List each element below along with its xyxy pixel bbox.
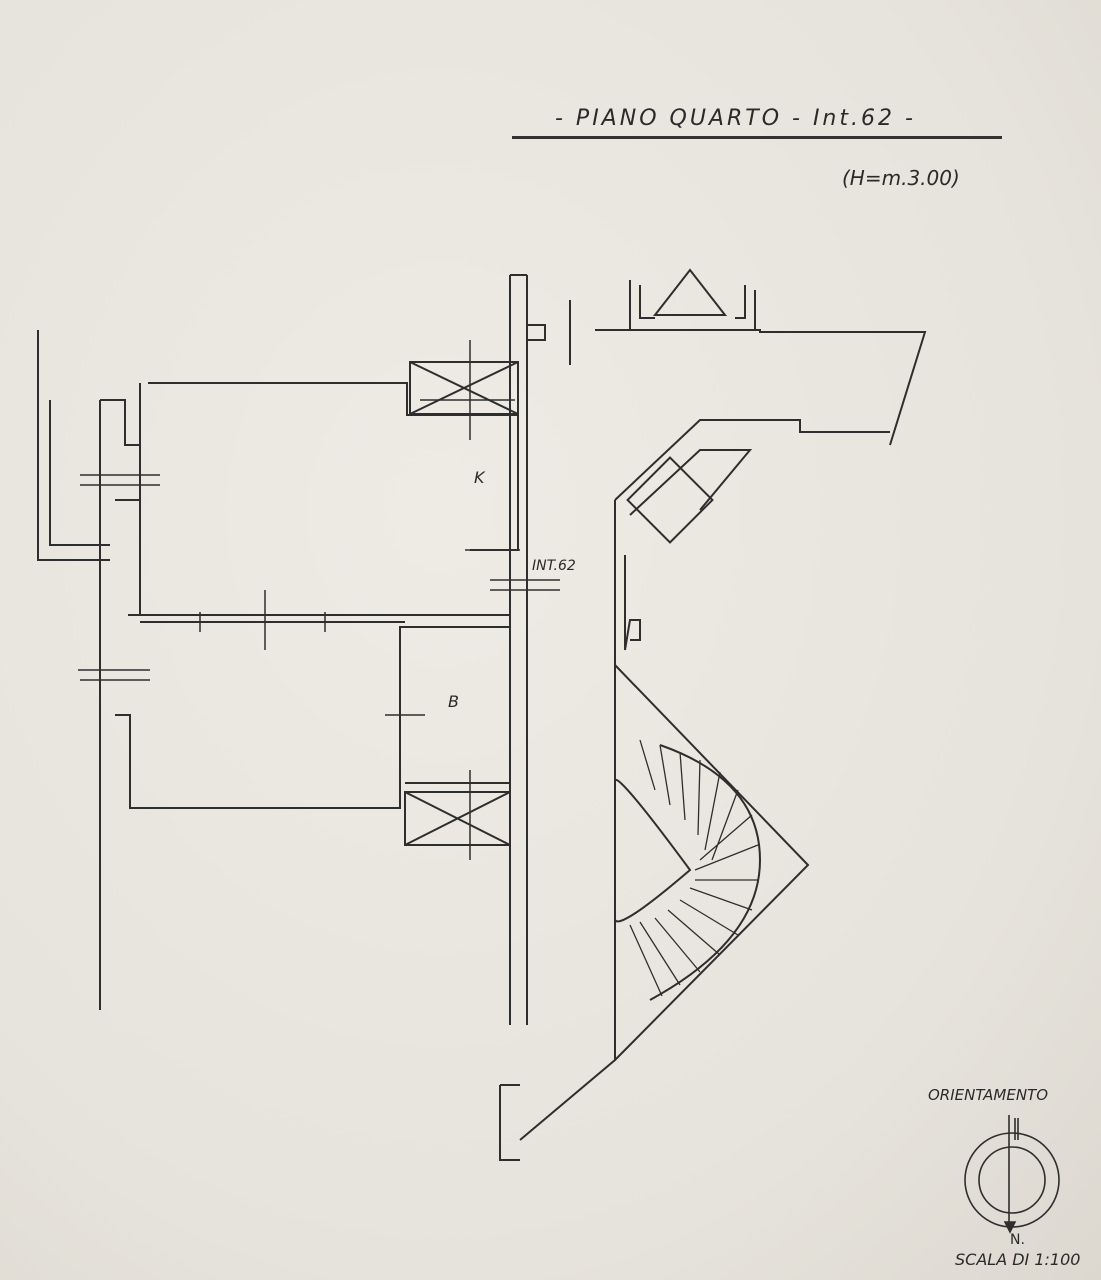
scale-label: SCALA DI 1:100 xyxy=(955,1250,1081,1269)
compass xyxy=(964,1115,1060,1234)
ceiling-height-note: (H=m.3.00) xyxy=(842,166,960,190)
room-label-bathroom: B xyxy=(448,692,459,711)
right-building-walls xyxy=(499,268,927,1161)
room-label-kitchen: K xyxy=(474,468,485,487)
orientation-label: ORIENTAMENTO xyxy=(928,1086,1049,1104)
door-ticks xyxy=(78,340,560,860)
unit-label: INT.62 xyxy=(532,558,576,574)
stair-treads xyxy=(629,739,759,997)
plan-title: - PIANO QUARTO - Int.62 - xyxy=(555,106,916,131)
shaft-boxes xyxy=(404,361,519,846)
left-building-walls xyxy=(37,274,546,1025)
title-underline xyxy=(512,136,1002,139)
north-label: N. xyxy=(1010,1232,1025,1248)
